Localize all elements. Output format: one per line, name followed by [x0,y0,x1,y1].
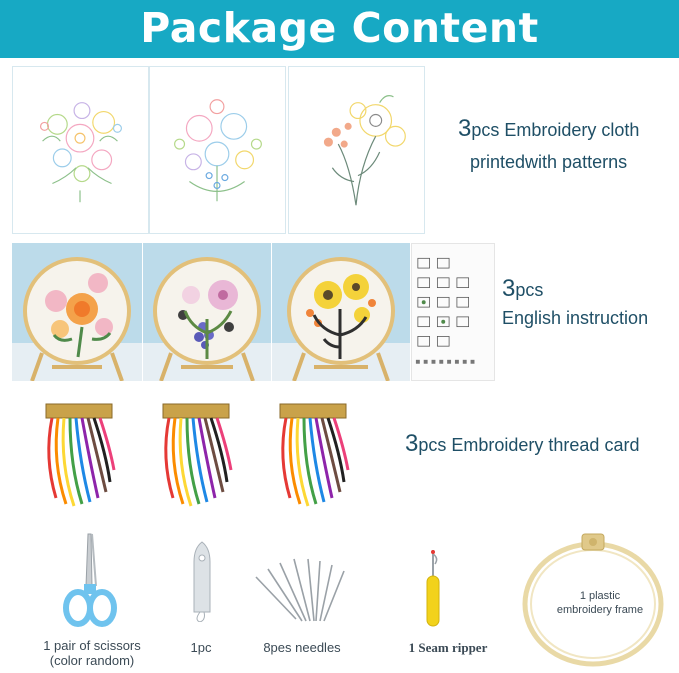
thread-card-3 [272,398,354,520]
threader-caption: 1pc [190,640,212,655]
seam-ripper-icon [420,548,446,628]
cloth-description-line-2: printedwith patterns [470,152,628,172]
thread-unit: pcs [418,435,447,455]
instruction-description-line-1: 3pcs [502,275,543,303]
instruction-manual-image [411,243,495,381]
cloth-image-2 [149,66,286,234]
finished-hoop-3 [272,243,410,381]
cloth-image-3 [288,66,425,234]
embroidery-hoop-icon [518,530,668,670]
cloth-image-1 [12,66,149,234]
instruction-unit: pcs [515,280,544,300]
needles-caption: 8pes needles [263,640,341,655]
scissors-caption: 1 pair of scissors (color random) [43,638,141,668]
finished-hoop-2 [143,243,271,381]
cloth-count: 3 [458,115,472,142]
instruction-count: 3 [502,275,516,302]
header-banner: Package Content [0,0,679,58]
scissors-icon [62,530,118,630]
page-title: Package Content [140,4,539,52]
needles-icon [250,555,350,627]
frame-caption: 1 plastic embroidery frame [556,590,644,616]
cloth-unit: pcs [471,120,500,140]
instruction-description-line-2: English instruction [502,308,649,328]
cloth-description-line-1: 3pcs Embroidery cloth [458,115,639,143]
needle-threader-icon [188,540,216,622]
thread-card-2 [155,398,237,520]
thread-desc: Embroidery thread card [446,435,640,455]
thread-count: 3 [405,430,419,457]
thread-card-1 [38,398,120,520]
thread-description: 3pcs Embroidery thread card [405,430,639,458]
finished-hoop-1 [12,243,142,381]
cloth-desc: Embroidery cloth [499,120,640,140]
seam-ripper-caption: 1 Seam ripper [408,640,488,655]
